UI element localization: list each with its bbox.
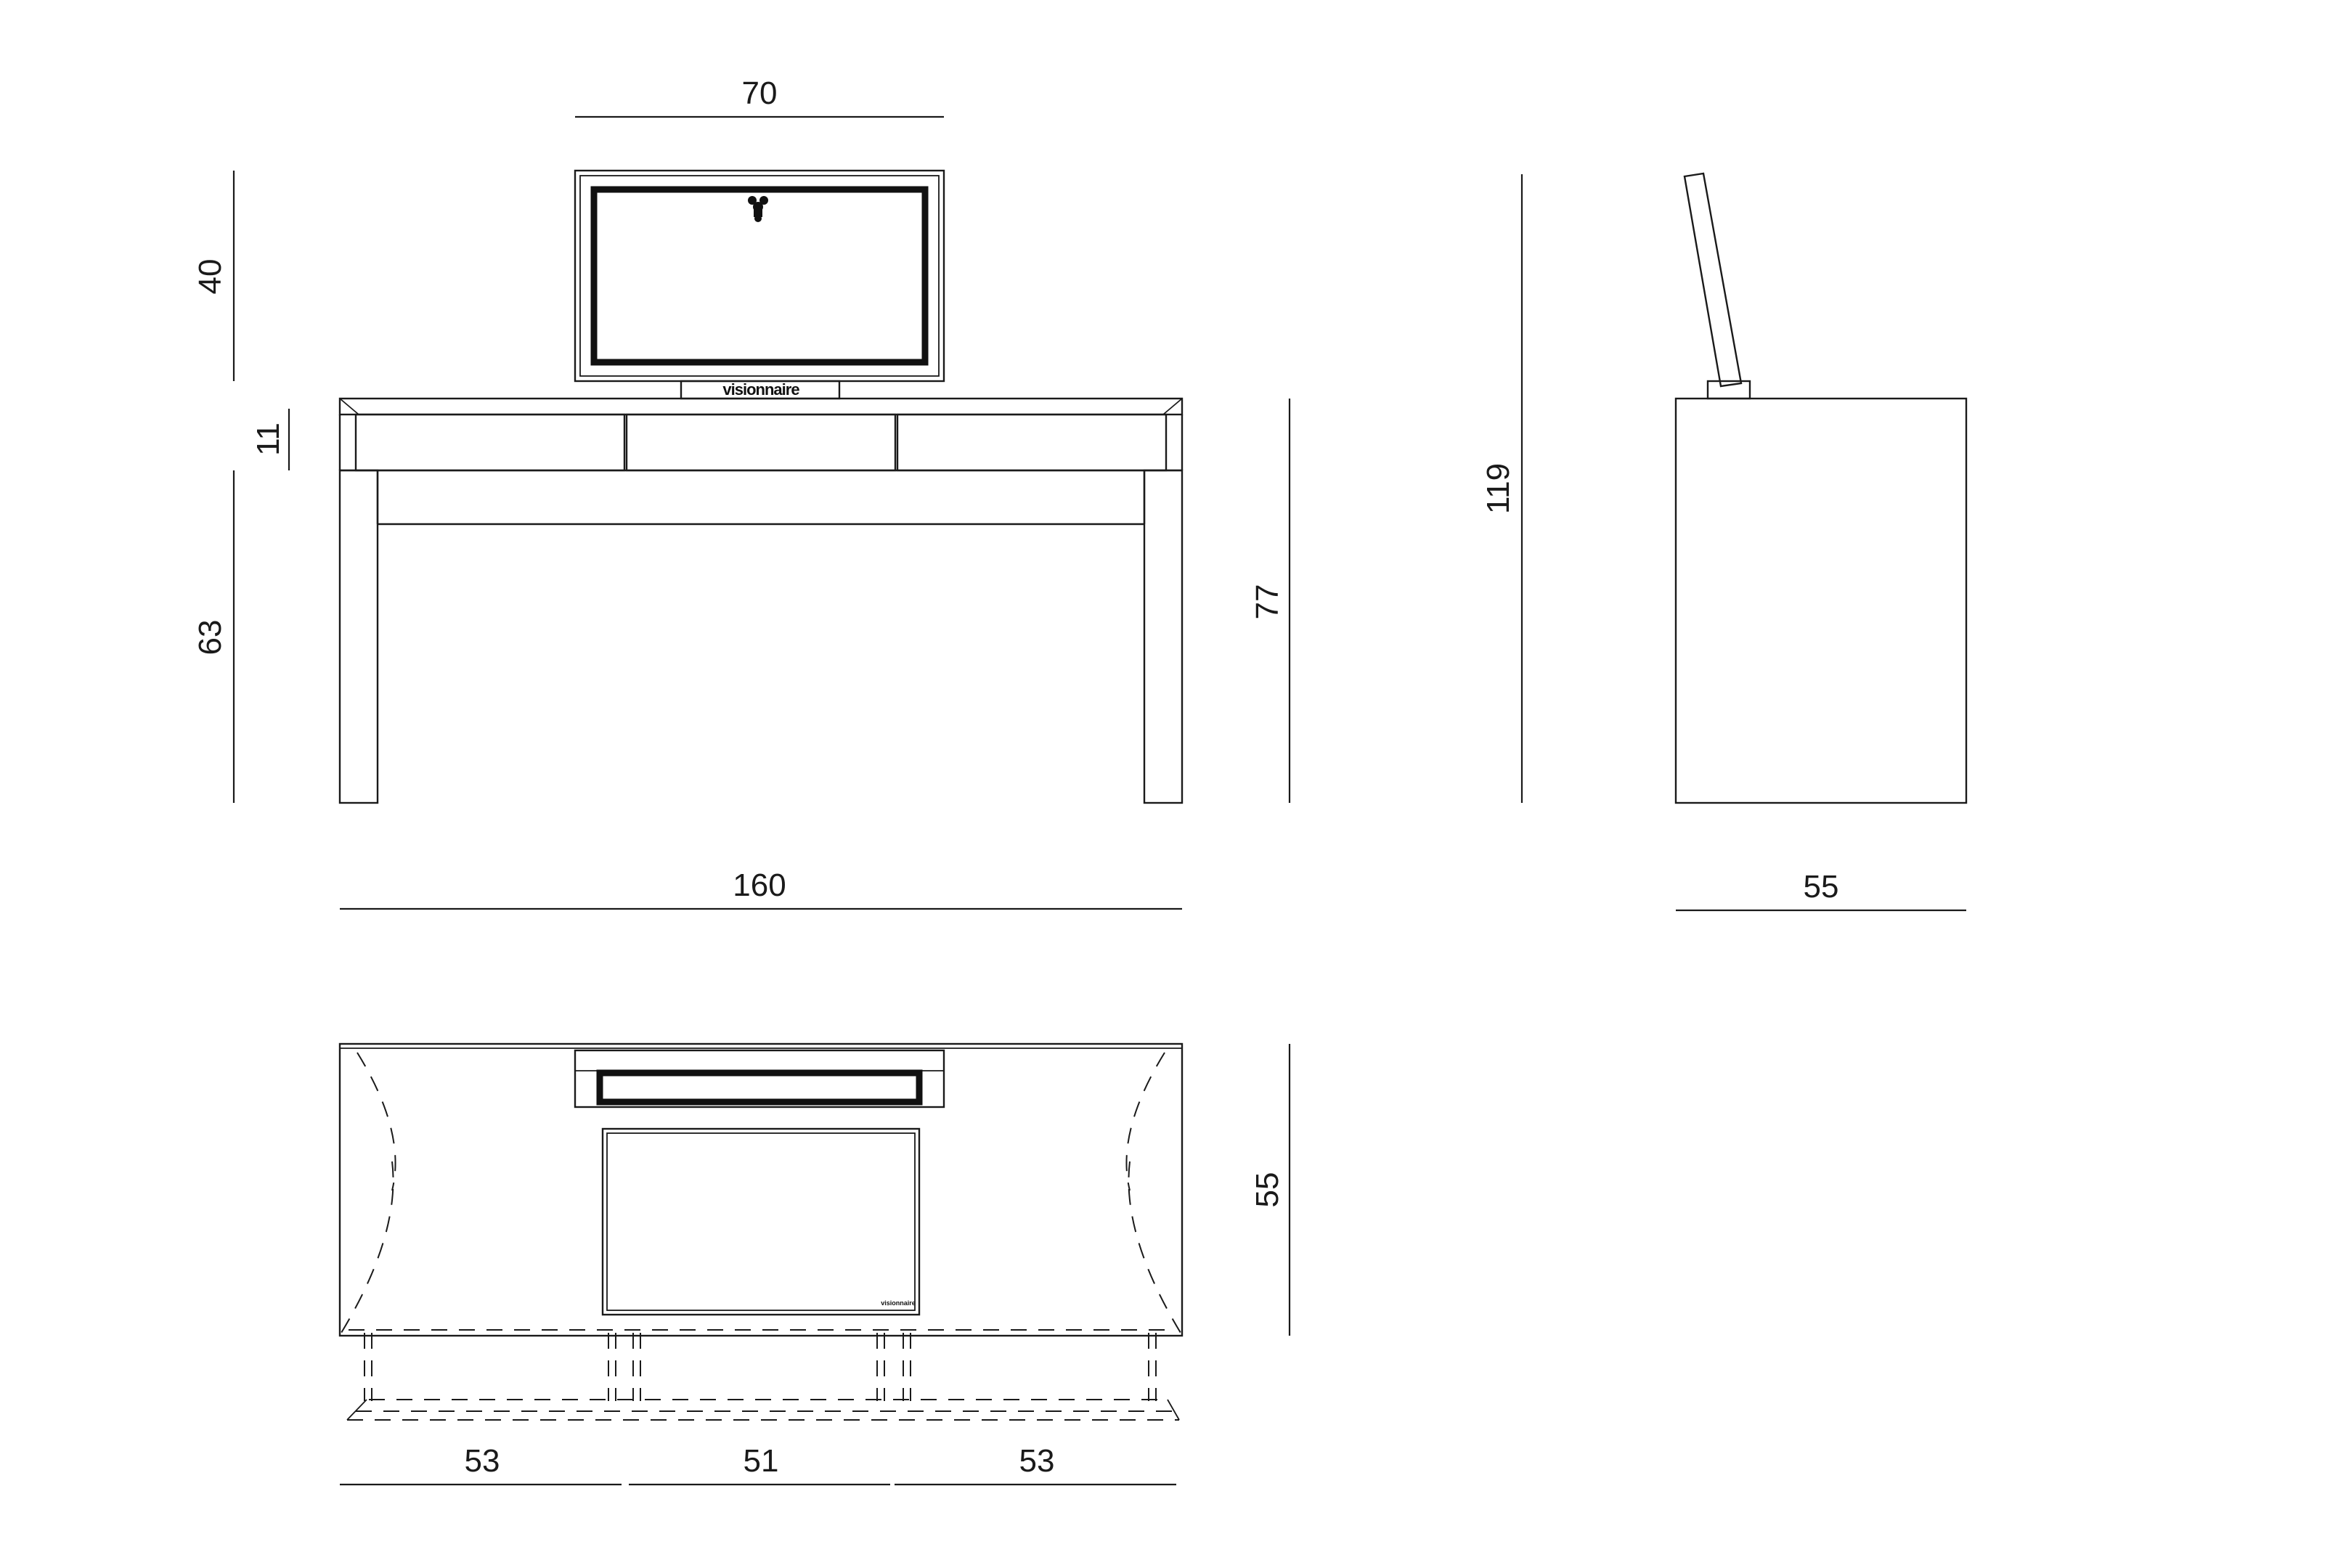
dim-monitor-height: 40 [192,259,228,295]
front-desk-body [338,397,1184,804]
side-desk-body [1674,397,1968,804]
top-view: visionnaire 55 [338,1042,1291,1486]
top-legs-hidden [346,1333,1180,1421]
top-monitor-slot [574,1049,945,1108]
dim-side-depth: 55 [1804,869,1839,905]
front-drawer-left [354,413,626,472]
front-drawer-middle [625,413,897,472]
dim-drawer-left-width: 53 [465,1443,500,1479]
dim-top-depth: 55 [1250,1172,1285,1208]
front-monitor: visionnaire [574,169,945,400]
front-drawer-right [896,413,1168,472]
top-leather-pad [601,1127,921,1316]
visionnaire-crest-icon [748,196,768,222]
dim-overall-height: 119 [1480,463,1516,514]
dim-desk-height: 77 [1250,584,1285,620]
top-brand-label: visionnaire [881,1299,916,1307]
front-brand-label: visionnaire [722,380,799,399]
front-leg-left [338,469,379,804]
dim-drawer-middle-width: 51 [744,1443,779,1479]
side-view: 119 55 [1480,172,1968,912]
dim-overall-width: 160 [733,867,786,903]
side-monitor [1683,172,1743,388]
front-leg-right [1143,469,1184,804]
dim-leg-height: 63 [192,620,228,656]
dim-drawer-right-width: 53 [1019,1443,1055,1479]
front-view: visionnaire 70 40 11 [192,75,1291,910]
top-desk-outline [338,1042,1184,1337]
dim-drawer-height: 11 [250,422,286,456]
dim-monitor-width: 70 [742,75,778,111]
side-monitor-base [1706,380,1751,400]
